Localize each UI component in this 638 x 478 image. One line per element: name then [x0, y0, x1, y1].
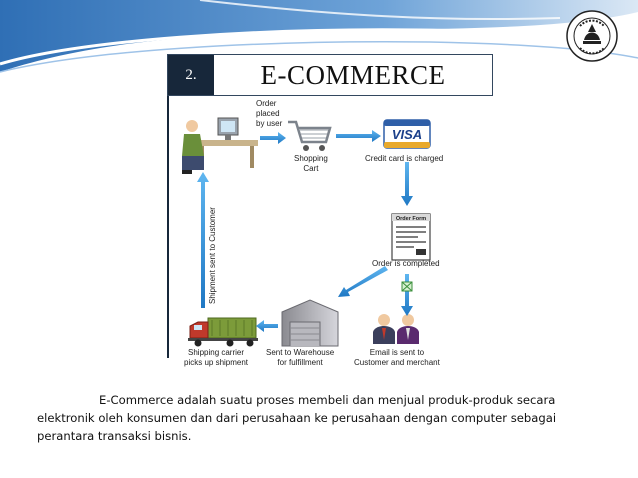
arrow-to-order-form: [401, 162, 413, 206]
label-order-completed: Order is completed: [372, 259, 440, 269]
order-form-icon: Order Form: [391, 213, 431, 261]
slide-title: E-COMMERCE: [260, 59, 446, 90]
shopping-cart-icon: [288, 120, 332, 151]
arrow-to-card: [336, 130, 381, 142]
label-carrier-line-2: picks up shipment: [184, 358, 249, 367]
slide-number: 2.: [168, 55, 214, 95]
label-cart-line-1: Shopping: [294, 154, 328, 163]
arrow-to-customer: [197, 172, 209, 308]
label-order-line-1: Order: [256, 99, 277, 108]
label-card-line-1: Credit card is charged: [365, 154, 444, 163]
label-shipment-sent: Shipment sent to Customer: [208, 207, 217, 304]
description-paragraph: E-Commerce adalah suatu proses membeli d…: [37, 391, 597, 445]
warehouse-icon: [281, 299, 339, 347]
customer-merchant-people-icon: [373, 314, 419, 344]
credit-card-icon: VISA: [383, 119, 431, 149]
label-warehouse-line-1: Sent to Warehouse: [266, 348, 335, 357]
label-form-line-1: Order is completed: [372, 259, 440, 268]
customer-computer-icon: [182, 117, 258, 174]
card-brand-text: VISA: [392, 127, 422, 142]
accent-line: [167, 96, 169, 358]
arrow-to-warehouse: [338, 266, 388, 297]
order-form-heading: Order Form: [396, 216, 426, 222]
label-credit-card: Credit card is charged: [365, 154, 443, 164]
label-cart-line-2: Cart: [303, 164, 319, 173]
arrow-to-truck: [256, 320, 278, 332]
ecommerce-flow-diagram: VISA Order Form: [170, 96, 470, 371]
delivery-truck-icon: [188, 317, 258, 347]
label-order-line-2: placed: [256, 109, 280, 118]
arrow-to-cart: [260, 132, 286, 144]
flow-arrows: [197, 130, 413, 332]
arrow-to-email: [401, 274, 413, 316]
label-carrier-line-1: Shipping carrier: [188, 348, 245, 357]
label-email-line-2: Customer and merchant: [354, 358, 440, 367]
label-shopping-cart: Shopping Cart: [294, 154, 328, 174]
label-warehouse: Sent to Warehouse for fulfillment: [266, 348, 334, 368]
description-text: E-Commerce adalah suatu proses membeli d…: [37, 393, 557, 443]
label-order-placed: Order placed by user: [256, 99, 282, 129]
university-seal-logo: [566, 10, 618, 62]
label-warehouse-line-2: for fulfillment: [277, 358, 323, 367]
label-email-line-1: Email is sent to: [369, 348, 425, 357]
slide-title-bar: 2. E-COMMERCE: [167, 54, 493, 96]
label-email-sent: Email is sent to Customer and merchant: [354, 348, 440, 368]
label-order-line-3: by user: [256, 119, 283, 128]
label-shipping-carrier: Shipping carrier picks up shipment: [184, 348, 248, 368]
flow-diagram-graphics: VISA Order Form: [182, 117, 431, 347]
